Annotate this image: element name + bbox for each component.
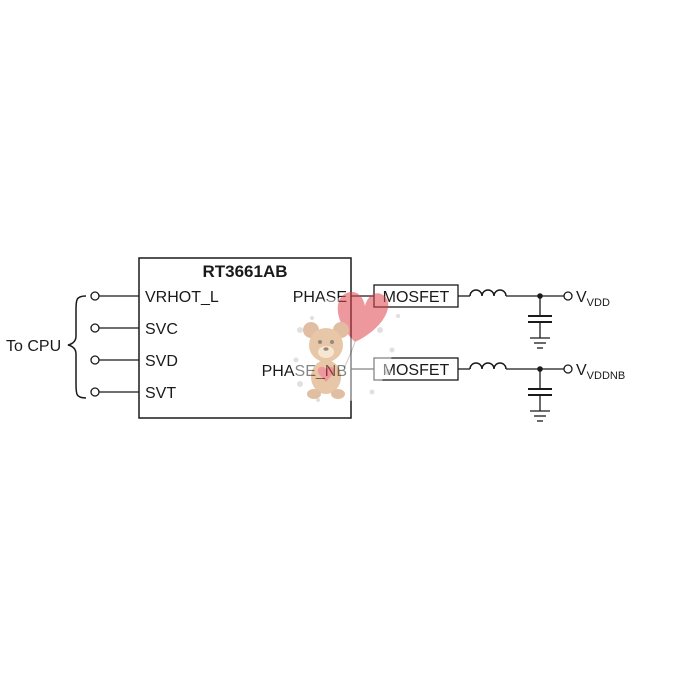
mosfet-label-vdd: MOSFET — [383, 289, 450, 306]
inductor-vdd — [469, 289, 507, 297]
output-terminal-vddnb[interactable] — [563, 364, 573, 374]
pin-phase-label: PHASE — [293, 289, 347, 306]
terminal-svc[interactable] — [90, 323, 100, 333]
ground-vddnb — [530, 410, 550, 422]
output-channel-vdd: MOSFET VVDD — [351, 284, 610, 349]
inductor-vddnb — [469, 362, 507, 370]
input-terminals — [90, 291, 139, 397]
rail-label-vddnb: VVDDNB — [576, 362, 625, 382]
pin-svt-label: SVT — [145, 385, 176, 402]
chip-body — [138, 257, 352, 419]
chip-name: RT3661AB — [202, 262, 287, 281]
output-terminal-vdd[interactable] — [563, 291, 573, 301]
pin-svd-label: SVD — [145, 353, 178, 370]
pin-svc-label: SVC — [145, 321, 178, 338]
pin-vrhot-label: VRHOT_L — [145, 289, 219, 306]
cpu-brace — [67, 295, 87, 399]
rail-label-vdd: VVDD — [576, 289, 610, 309]
ground-vdd — [530, 337, 550, 349]
terminal-svt[interactable] — [90, 387, 100, 397]
terminal-vrhot[interactable] — [90, 291, 100, 301]
cpu-label: To CPU — [6, 338, 61, 355]
capacitor-vddnb — [528, 369, 552, 411]
terminal-svd[interactable] — [90, 355, 100, 365]
capacitor-vdd — [528, 296, 552, 338]
mosfet-label-vddnb: MOSFET — [383, 362, 450, 379]
teddy-bear-heart-watermark — [288, 292, 400, 402]
output-channel-vddnb: MOSFET VVDDNB — [351, 357, 625, 422]
